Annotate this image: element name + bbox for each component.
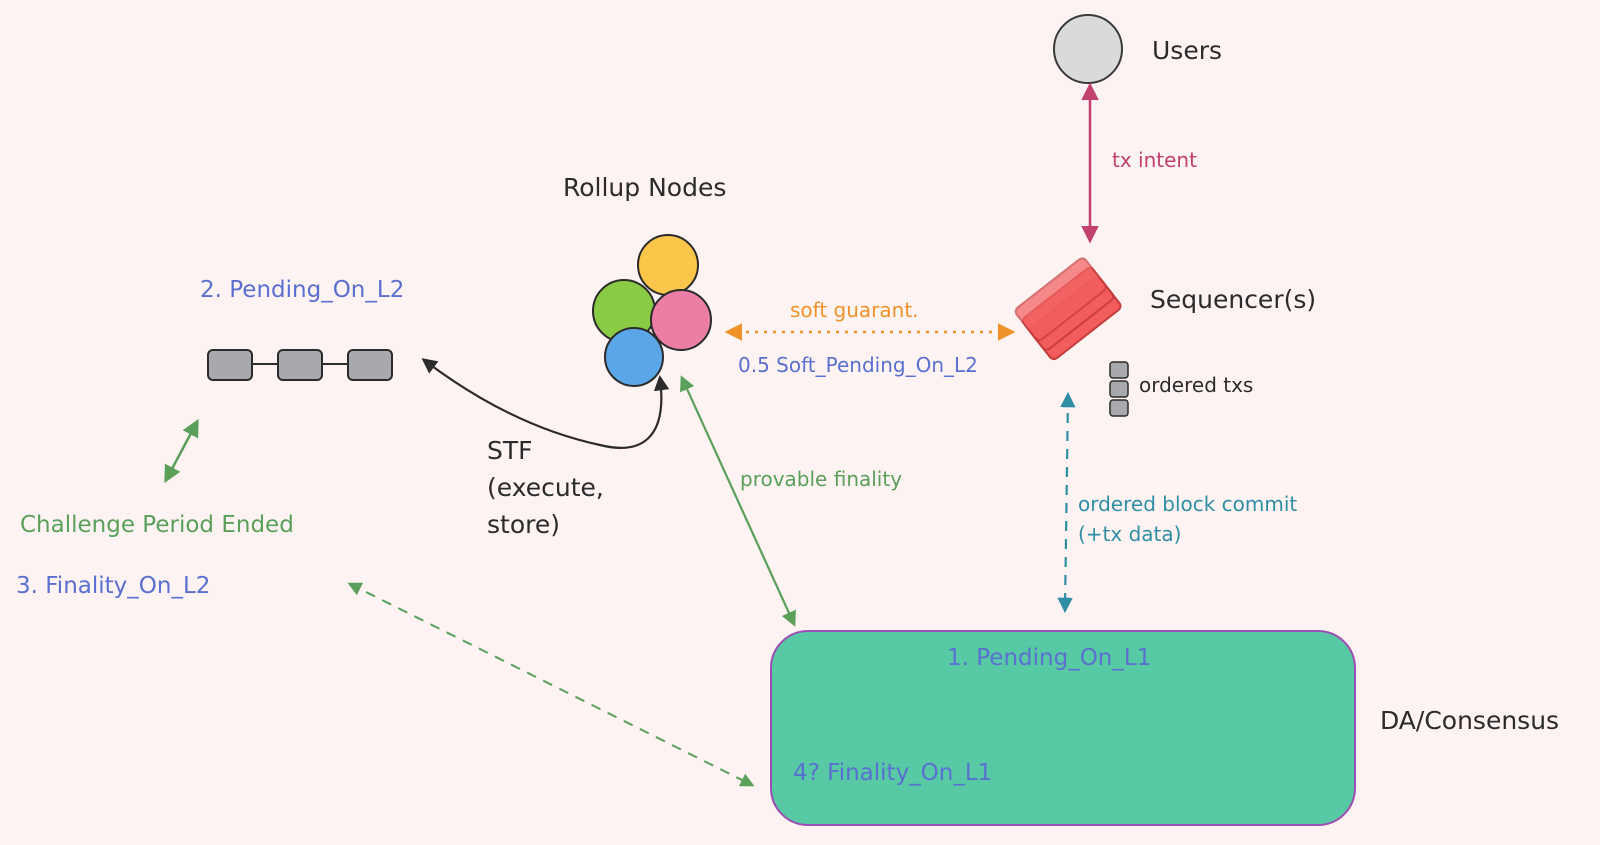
rollup-nodes-icon xyxy=(592,234,712,387)
tx-intent-label: tx intent xyxy=(1112,148,1197,172)
da-consensus-box xyxy=(770,630,1356,826)
stf-label-line2: (execute, xyxy=(487,473,604,502)
sequencer-icon xyxy=(1014,257,1122,361)
soft-guarantee-label: soft guarant. xyxy=(790,298,919,322)
da-consensus-label: DA/Consensus xyxy=(1380,706,1560,735)
finality-l1-label: 4? Finality_On_L1 xyxy=(793,760,993,786)
l2-chain-icon xyxy=(207,349,393,381)
finality-l2-label: 3. Finality_On_L2 xyxy=(16,573,211,599)
users-node xyxy=(1053,14,1123,84)
soft-pending-label: 0.5 Soft_Pending_On_L2 xyxy=(738,353,978,377)
challenge-arrow xyxy=(164,418,199,484)
pending-l1-label: 1. Pending_On_L1 xyxy=(947,645,1152,671)
finality-link-arrow xyxy=(347,582,755,787)
stf-label-line1: STF xyxy=(487,436,533,465)
stf-label-line3: store) xyxy=(487,510,560,539)
users-label: Users xyxy=(1152,36,1223,65)
challenge-ended-label: Challenge Period Ended xyxy=(20,512,294,538)
stf-arrow xyxy=(421,358,670,449)
block-commit-label-line1: ordered block commit xyxy=(1078,492,1298,516)
rollup-nodes-label: Rollup Nodes xyxy=(563,173,727,202)
block-commit-arrow xyxy=(1057,391,1076,614)
block-commit-label-line2: (+tx data) xyxy=(1078,522,1182,546)
ordered-txs-label: ordered txs xyxy=(1139,373,1254,397)
ordered-txs-icon xyxy=(1109,361,1129,417)
provable-finality-arrow xyxy=(680,375,796,627)
provable-finality-label: provable finality xyxy=(740,467,903,491)
sequencer-label: Sequencer(s) xyxy=(1150,285,1317,314)
pending-l2-label: 2. Pending_On_L2 xyxy=(200,277,405,303)
